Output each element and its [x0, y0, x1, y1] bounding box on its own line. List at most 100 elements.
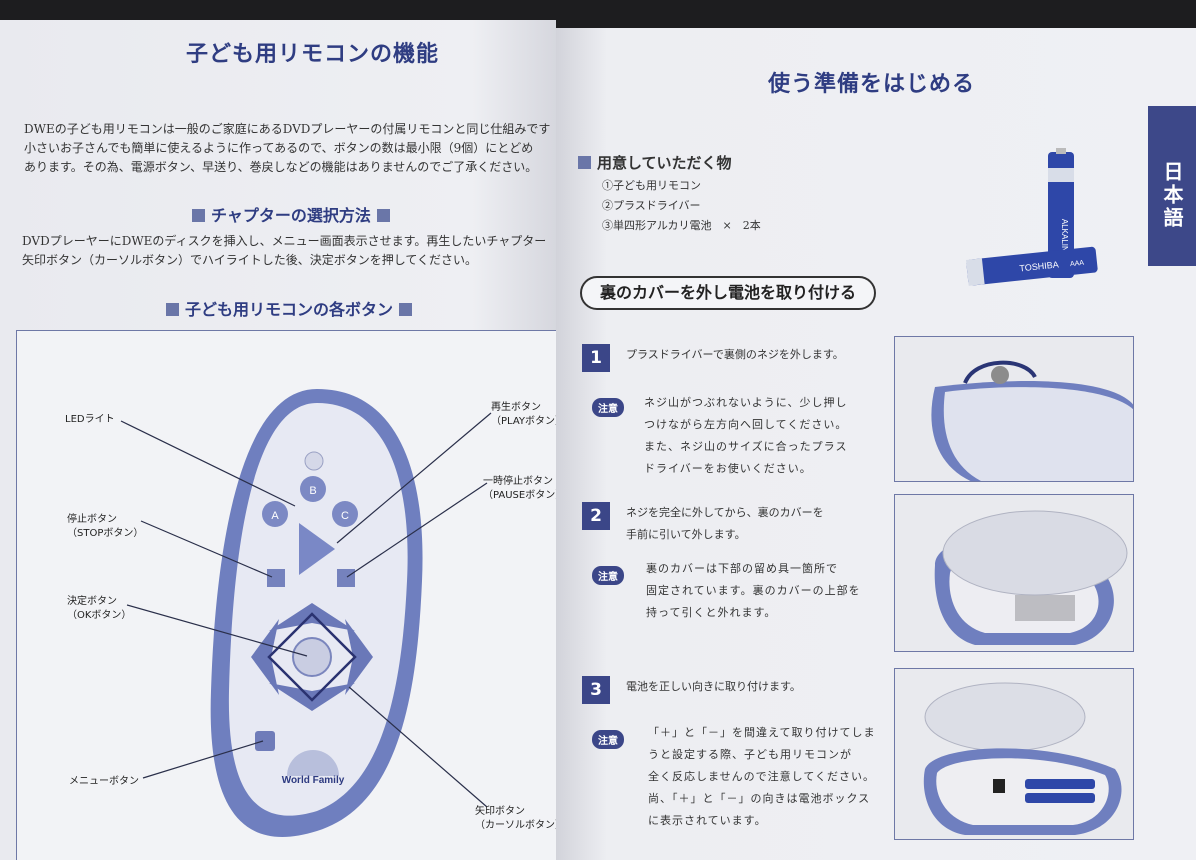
arrow-right-button[interactable]	[345, 619, 373, 695]
menu-label: メニューボタン	[69, 776, 139, 787]
step3-illustration	[923, 682, 1122, 835]
prep-heading: 用意していただく物	[578, 152, 732, 173]
prep-list: ①子ども用リモコン ②プラスドライバー ③単四形アルカリ電池 × 2本	[602, 176, 761, 236]
c-button[interactable]	[332, 501, 358, 527]
step-desc-line: プラスドライバーで裏側のネジを外します。	[626, 348, 844, 361]
step-number: 2	[582, 502, 610, 530]
right-page: 使う準備をはじめる 日本語 用意していただく物 ①子ども用リモコン ②プラスドラ…	[556, 28, 1196, 860]
step-description: プラスドライバーで裏側のネジを外します。	[626, 344, 844, 366]
note-line: ネジ山がつぶれないように、少し押し	[644, 396, 848, 409]
battery-brand: TOSHIBA	[1019, 259, 1059, 273]
play-label: 再生ボタン （PLAYボタン）	[491, 401, 556, 429]
pause-button[interactable]	[337, 569, 355, 587]
battery-size: AAA	[1070, 260, 1085, 268]
left-page: 子ども用リモコンの機能 DWEの子ども用リモコンは一般のご家庭にあるDVDプレー…	[0, 20, 556, 860]
note-line: うと設定する際、子ども用リモコンが	[648, 748, 852, 761]
step3-photo	[894, 668, 1134, 840]
step2-illustration	[934, 510, 1128, 645]
battery-installed-icon	[1025, 793, 1095, 803]
note-line: 持って引くと外れます。	[646, 606, 777, 619]
buttons-heading-text: 子ども用リモコンの各ボタン	[185, 300, 394, 319]
step1-photo	[894, 336, 1134, 482]
chapter-heading-text: チャプターの選択方法	[211, 206, 371, 225]
step-note: 「＋」と「－」を間違えて取り付けてしま うと設定する際、子ども用リモコンが 全く…	[648, 722, 875, 832]
intro-line: あります。その為、電源ボタン、早送り、巻戻しなどの機能はありませんのでご了承くだ…	[24, 160, 538, 174]
b-button[interactable]	[300, 476, 326, 502]
rotate-arrow-icon	[963, 360, 1037, 384]
arrow-up-button[interactable]	[269, 603, 355, 631]
prep-item: ①子ども用リモコン	[602, 179, 701, 192]
leader-lines	[120, 412, 492, 808]
step-desc-line: 電池を正しい向きに取り付けます。	[626, 680, 801, 693]
section-title-pill: 裏のカバーを外し電池を取り付ける	[580, 276, 877, 310]
play-label-line2: （PLAYボタン）	[491, 416, 556, 427]
step-description: ネジを完全に外してから、裏のカバーを 手前に引いて外します。	[626, 502, 824, 546]
caution-badge: 注意	[592, 730, 624, 749]
ok-label-line1: 決定ボタン	[67, 596, 117, 607]
note-line: また、ネジ山のサイズに合ったプラス	[644, 440, 848, 453]
note-line: つけながら左方向へ回してください。	[644, 418, 848, 431]
intro-line: 小さいお子さんでも簡単に使えるように作ってあるので、ボタンの数は最小限（9個）に…	[24, 141, 534, 155]
stop-label: 停止ボタン （STOPボタン）	[67, 513, 143, 541]
buttons-heading: 子ども用リモコンの各ボタン	[160, 296, 418, 320]
chapter-heading: チャプターの選択方法	[186, 202, 396, 226]
pause-label: 一時停止ボタン （PAUSEボタン）	[483, 475, 556, 503]
left-page-title: 子ども用リモコンの機能	[186, 42, 440, 67]
pause-label-line2: （PAUSEボタン）	[483, 490, 556, 501]
note-line: 「＋」と「－」を間違えて取り付けてしま	[648, 726, 876, 739]
step-note: 裏のカバーは下部の留め具一箇所で 固定されています。裏のカバーの上部を 持って引…	[646, 558, 861, 624]
play-label-line1: 再生ボタン	[491, 402, 541, 413]
right-page-title: 使う準備をはじめる	[768, 72, 976, 97]
c-button-label: C	[341, 510, 349, 522]
note-line: 裏のカバーは下部の留め具一箇所で	[646, 562, 838, 575]
prep-item: ③単四形アルカリ電池 × 2本	[602, 219, 761, 232]
step-description: 電池を正しい向きに取り付けます。	[626, 676, 801, 698]
arrow-label-line1: 矢印ボタン	[475, 806, 525, 817]
chapter-line: 矢印ボタン（カーソルボタン）でハイライトした後、決定ボタンを押してください。	[22, 253, 478, 267]
note-line: に表示されています。	[648, 814, 767, 827]
step-desc-line: 手前に引いて外します。	[626, 528, 746, 541]
pause-label-line1: 一時停止ボタン	[483, 476, 553, 487]
remote-diagram-frame: B A C World Family	[16, 330, 556, 860]
note-line: 固定されています。裏のカバーの上部を	[646, 584, 861, 597]
language-side-tab: 日本語	[1148, 106, 1196, 266]
prep-heading-text: 用意していただく物	[597, 154, 732, 172]
arrow-highlight-outline	[267, 612, 357, 702]
square-bullet-icon	[376, 209, 390, 222]
arrow-label: 矢印ボタン （カーソルボタン）	[475, 805, 556, 833]
arrow-left-button[interactable]	[251, 619, 279, 695]
ok-button[interactable]	[292, 637, 332, 677]
square-bullet-icon	[578, 156, 591, 169]
step-number: 3	[582, 676, 610, 704]
step-desc-line: ネジを完全に外してから、裏のカバーを	[626, 506, 824, 519]
batteries-image: ALKALINE TOSHIBA AAA	[966, 148, 1098, 286]
b-button-label: B	[309, 485, 316, 497]
a-button[interactable]	[262, 501, 288, 527]
step-note: ネジ山がつぶれないように、少し押し つけながら左方向へ回してください。 また、ネ…	[644, 392, 847, 480]
note-line: 尚、「＋」と「－」の向きは電池ボックス	[648, 792, 871, 805]
back-cover-image	[942, 510, 1128, 596]
ok-label: 決定ボタン （OKボタン）	[67, 595, 131, 623]
world-family-logo-text: World Family	[282, 775, 345, 786]
stop-button[interactable]	[267, 569, 285, 587]
battery-vertical-icon: ALKALINE	[1048, 148, 1074, 278]
square-bullet-icon	[399, 303, 413, 316]
battery-horizontal-icon: TOSHIBA AAA	[966, 246, 1098, 286]
battery-installed-icon	[1025, 779, 1095, 789]
note-line: ドライバーをお使いください。	[644, 462, 812, 475]
a-button-label: A	[271, 510, 279, 522]
caution-badge: 注意	[592, 566, 624, 585]
screw-icon	[991, 366, 1009, 384]
intro-text: DWEの子ども用リモコンは一般のご家庭にあるDVDプレーヤーの付属リモコンと同じ…	[24, 120, 556, 177]
square-bullet-icon	[192, 209, 205, 222]
remote-diagram: B A C World Family	[120, 389, 492, 837]
arrow-down-button[interactable]	[269, 683, 355, 711]
stop-label-line2: （STOPボタン）	[67, 528, 144, 539]
play-button[interactable]	[299, 523, 335, 575]
step1-illustration	[931, 360, 1133, 481]
prep-item: ②プラスドライバー	[602, 199, 701, 212]
arrow-label-line2: （カーソルボタン）	[475, 820, 556, 831]
note-line: 全く反応しませんので注意してください。	[648, 770, 876, 783]
menu-button[interactable]	[255, 731, 275, 751]
world-family-logo-icon	[287, 750, 339, 776]
